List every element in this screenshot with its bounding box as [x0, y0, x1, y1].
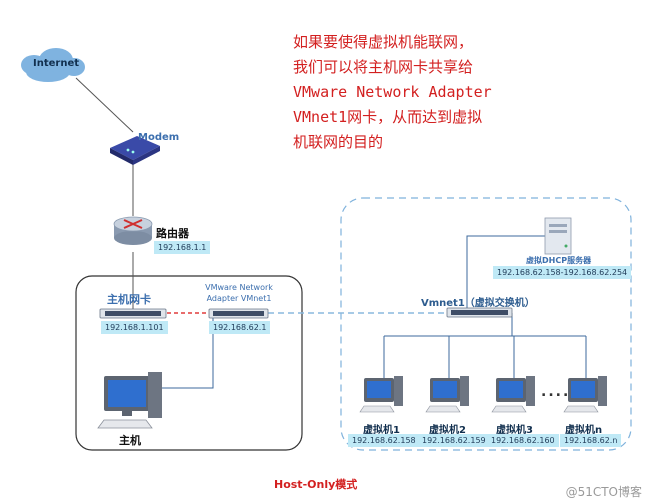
vmnet1-adapter-label: VMware Network Adapter VMnet1	[202, 282, 276, 304]
vm2-ip: 192.168.62.159	[418, 434, 490, 447]
adapter-host-link	[160, 318, 214, 389]
host-boundary	[75, 275, 303, 451]
note-line: 如果要使得虚拟机能联网，	[293, 33, 474, 51]
router-label: 路由器	[156, 227, 189, 240]
internet-modem-link	[75, 77, 134, 133]
vmnet1-adapter-icon	[208, 308, 269, 319]
router-ip: 192.168.1.1	[154, 241, 211, 254]
modem-label: Modem	[138, 132, 180, 143]
host-nic-icon	[99, 308, 167, 319]
vm2-computer-icon	[425, 376, 469, 413]
vmnet1-adapter-label-line1: VMware Network	[205, 283, 273, 292]
virtual-network-boundary	[340, 197, 632, 451]
internet-cloud-icon	[21, 48, 85, 82]
note-line: 机联网的目的	[293, 133, 384, 151]
vm-ellipsis: ....	[541, 384, 571, 400]
explanation-note: 如果要使得虚拟机能联网， 我们可以将主机网卡共享给 VMware Network…	[293, 30, 492, 155]
note-line: 我们可以将主机网卡共享给	[293, 58, 474, 76]
modem-icon	[110, 136, 160, 165]
router-icon	[113, 216, 153, 245]
vmn-ip: 192.168.62.n	[560, 434, 622, 447]
diagram-caption: Host-Only模式	[274, 478, 358, 491]
host-label: 主机	[119, 434, 141, 447]
vm1-ip: 192.168.62.158	[348, 434, 420, 447]
watermark: @51CTO博客	[565, 485, 642, 499]
vm3-label: 虚拟机3	[496, 425, 533, 436]
vmn-computer-icon	[563, 376, 607, 413]
dhcp-label: 虚拟DHCP服务器	[526, 256, 592, 265]
vm2-label: 虚拟机2	[429, 425, 466, 436]
vm1-label: 虚拟机1	[363, 425, 400, 436]
switch-dhcp-link	[466, 235, 545, 308]
vmn-label: 虚拟机n	[565, 425, 603, 436]
host-computer-icon	[97, 372, 162, 429]
vmnet1-adapter-label-line2: Adapter VMnet1	[206, 294, 272, 303]
internet-label: Internet	[33, 58, 80, 69]
dhcp-range: 192.168.62.158-192.168.62.254	[493, 266, 632, 279]
note-line: VMware Network Adapter	[293, 83, 492, 101]
host-nic-ip: 192.168.1.101	[101, 321, 168, 334]
note-line: VMnet1网卡，从而达到虚拟	[293, 108, 483, 126]
vmnet1-adapter-ip: 192.168.62.1	[209, 321, 271, 334]
vm3-computer-icon	[491, 376, 535, 413]
vmnet1-switch-icon	[446, 307, 513, 318]
dhcp-server-icon	[544, 217, 572, 255]
host-nic-label: 主机网卡	[107, 293, 151, 306]
vmnet1-switch-label: Vmnet1（虚拟交换机）	[421, 298, 535, 309]
vm3-ip: 192.168.62.160	[487, 434, 559, 447]
vm1-computer-icon	[359, 376, 403, 413]
